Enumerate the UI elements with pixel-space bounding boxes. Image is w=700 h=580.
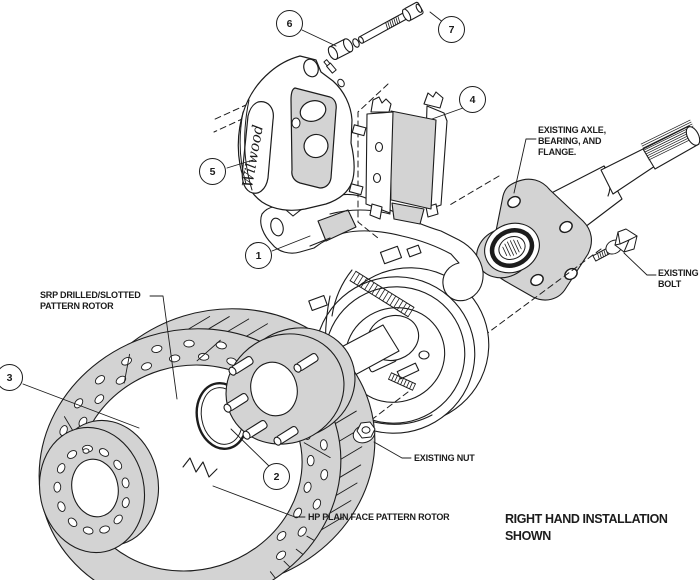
callout-5: 5	[199, 158, 226, 185]
callout-7-number: 7	[448, 23, 455, 36]
callout-6: 6	[276, 10, 303, 37]
label-existing-axle: EXISTING AXLE, BEARING, AND FLANGE.	[538, 125, 606, 157]
pattern-split-line	[182, 457, 218, 478]
alignment-dashes	[212, 83, 389, 239]
return-spring	[349, 270, 415, 318]
existing-bolt	[592, 228, 638, 262]
callout-2-number: 2	[273, 470, 280, 483]
brake-pads	[348, 91, 448, 220]
callout-5-number: 5	[209, 165, 216, 178]
axle-flange-assembly	[476, 119, 700, 301]
callout-1-number: 1	[255, 249, 262, 262]
caliper-mounting-bolt	[358, 1, 424, 44]
callout-6-number: 6	[286, 17, 293, 30]
axle-bearing	[476, 222, 540, 279]
existing-nut	[352, 421, 376, 444]
label-existing-nut: EXISTING NUT	[414, 453, 475, 463]
hub-flange	[223, 327, 356, 446]
label-existing-bolt: EXISTING BOLT	[658, 268, 699, 289]
label-installation-note: RIGHT HAND INSTALLATION SHOWN	[505, 512, 668, 543]
brake-caliper: Wilwood	[237, 55, 355, 211]
axle-spline	[640, 119, 700, 170]
assembly-axis-dashes	[447, 175, 602, 347]
leader-lines	[22, 11, 657, 518]
callout-4-number: 4	[469, 93, 476, 106]
callout-7: 7	[438, 16, 465, 43]
label-hp-rotor: HP PLAIN FACE PATTERN ROTOR	[308, 512, 450, 522]
callout-2: 2	[263, 463, 290, 490]
callout-4: 4	[459, 86, 486, 113]
callout-3: 3	[0, 364, 23, 391]
spacer-sleeve	[327, 38, 360, 61]
assembly-axis-dashes-lower	[369, 391, 409, 422]
wheel-studs	[223, 353, 319, 446]
callout-3-number: 3	[6, 371, 13, 384]
callout-1: 1	[245, 242, 272, 269]
rotor-hat	[38, 419, 160, 554]
label-srp-rotor: SRP DRILLED/SLOTTED PATTERN ROTOR	[40, 290, 141, 311]
caliper-mounting-bracket	[260, 193, 484, 302]
